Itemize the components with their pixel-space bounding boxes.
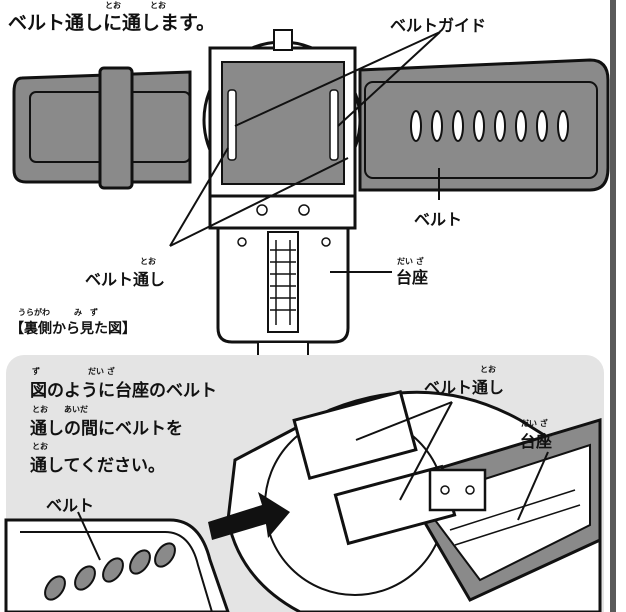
instruction-line-2: 通しの間にベルトを — [30, 419, 183, 439]
instr-ruby-2: とお あいだ — [32, 405, 88, 414]
label-belt-loop-top: ベルト通し — [85, 270, 166, 289]
caption-back-view: 【裏側から見た図】 — [10, 321, 136, 337]
instr-ruby-3: とお — [32, 442, 48, 451]
belt-loop-upper — [292, 389, 418, 481]
instruction-line-1: 図のように台座のベルト — [30, 381, 217, 401]
label-base-bottom-ruby: だい ざ — [521, 419, 548, 428]
belt-keeper — [98, 66, 134, 190]
label-belt-guide: ベルトガイド — [390, 16, 487, 35]
label-belt-loop-bottom: ベルト通し — [424, 378, 505, 397]
label-belt-top: ベルト — [414, 210, 463, 229]
instr-ruby-1: ず だい ざ — [32, 367, 115, 376]
label-base-bottom: 台座 — [520, 432, 553, 451]
intro-ruby-right: とお — [150, 1, 166, 10]
page-edge-rule — [610, 0, 616, 612]
label-belt-bottom: ベルト — [46, 496, 95, 515]
clasp-block — [428, 468, 487, 512]
caption-ruby: うらがわ み ず — [18, 308, 98, 317]
belt-holes-bottom — [44, 542, 176, 601]
label-base-ruby: だい ざ — [397, 257, 424, 266]
label-base-top: 台座 — [396, 268, 429, 287]
belt-loop-bar — [208, 194, 357, 230]
label-belt-loop-bottom-ruby: とお — [480, 365, 496, 374]
belt-holes — [410, 110, 569, 142]
instruction-line-3: 通してください。 — [30, 456, 165, 476]
leader-lines-bottom — [77, 401, 549, 561]
insert-arrow — [208, 492, 290, 540]
intro-ruby-left: とお — [105, 1, 121, 10]
top-figure-illustration — [12, 29, 610, 359]
leader-lines-top — [169, 31, 441, 273]
belt-inner-right — [364, 81, 598, 179]
intro-text: ベルト通しに通します。 — [8, 12, 216, 34]
label-belt-loop-ruby: とお — [140, 257, 156, 266]
